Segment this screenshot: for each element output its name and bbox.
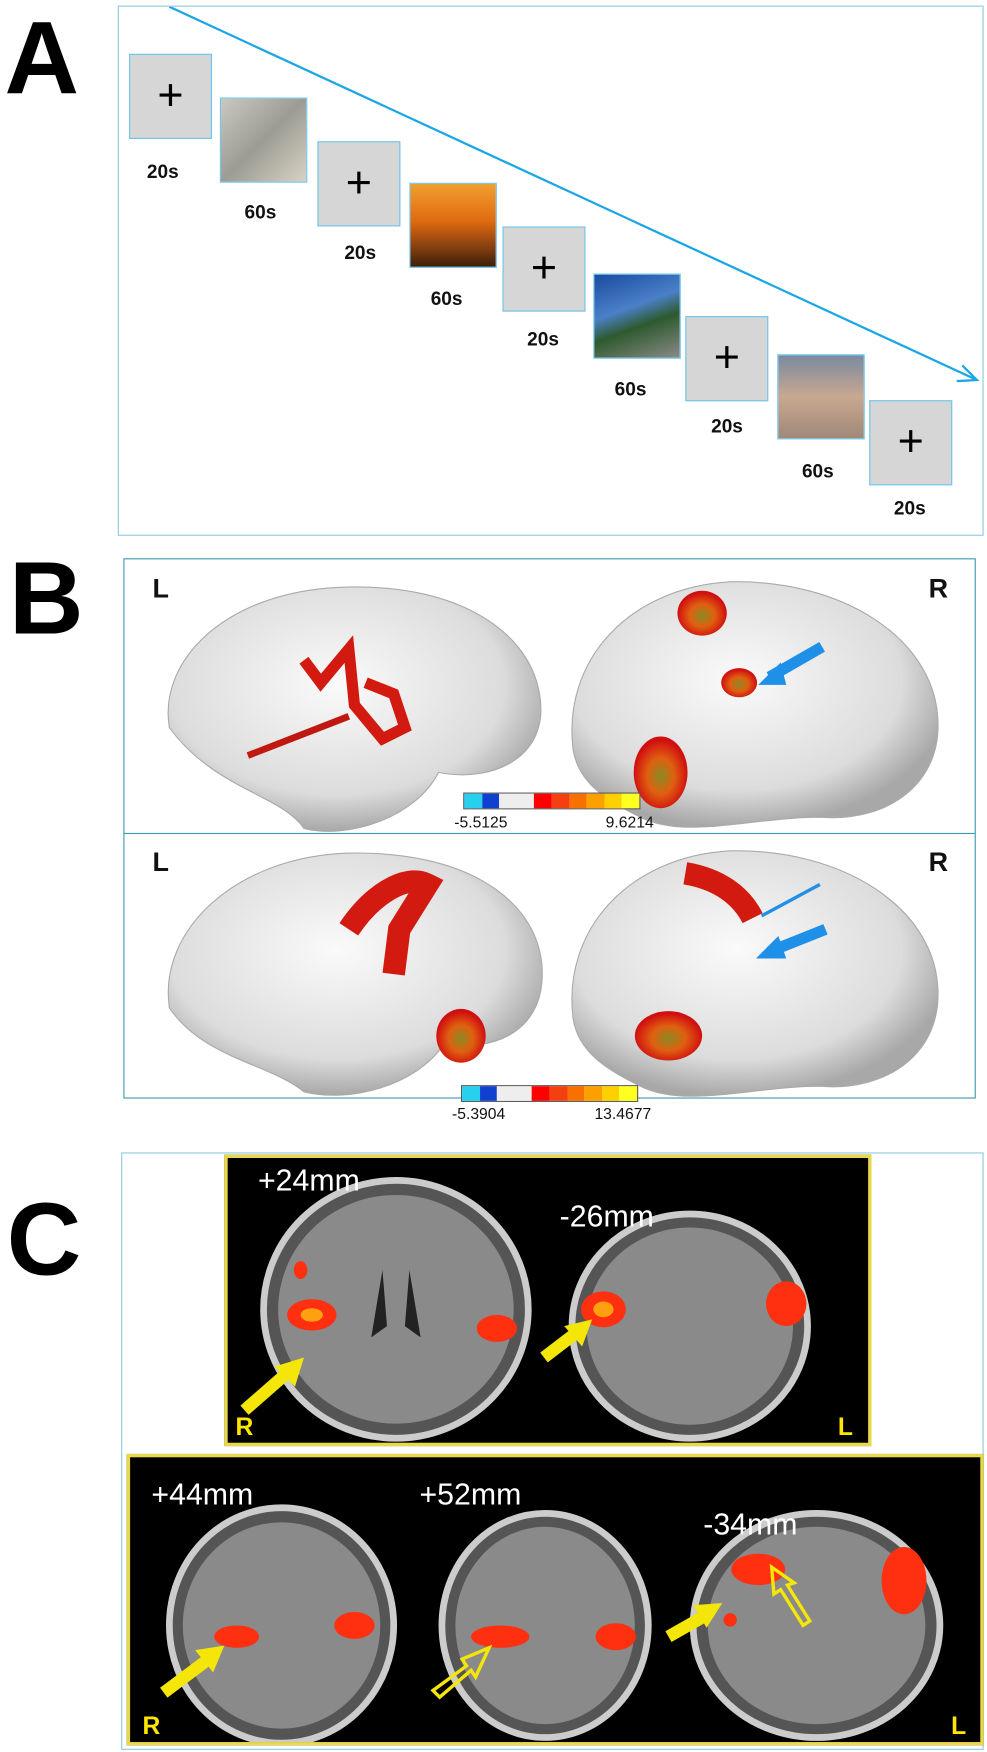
stimulus-image-hands (777, 354, 865, 440)
colorbar-top (463, 792, 641, 810)
panel-label-b: B (8, 541, 84, 656)
panel-a-timeline (117, 5, 984, 536)
duration-label: 60s (430, 288, 463, 310)
duration-label: 20s (711, 415, 743, 438)
mri-top-panel (224, 1154, 872, 1447)
slice-label: -34mm (703, 1507, 798, 1542)
hemisphere-right-label: R (928, 847, 949, 878)
hemisphere-right-label: R (928, 573, 949, 605)
panel-label-c: C (6, 1182, 82, 1297)
stimulus-image-sunset (409, 182, 497, 268)
panel-b-brain-surfaces (123, 558, 976, 1099)
colorbar-top-max: 9.6214 (605, 812, 654, 831)
orientation-left-label: L (837, 1412, 853, 1441)
orientation-left-label: L (951, 1711, 967, 1740)
duration-label: 20s (527, 328, 559, 350)
duration-label: 60s (614, 378, 647, 401)
fixation-cross-2: + (317, 141, 401, 227)
slice-label: -26mm (559, 1199, 654, 1234)
duration-label: 60s (801, 460, 834, 483)
mri-bottom-panel (126, 1453, 984, 1746)
panel-label-a: A (4, 1, 80, 116)
slice-label: +24mm (257, 1163, 360, 1198)
fixation-cross-4: + (685, 316, 769, 402)
duration-label: 60s (244, 201, 277, 224)
timeline-arrow-icon (168, 6, 980, 383)
orientation-right-label: R (142, 1711, 161, 1740)
mri-slices-bottom (160, 1504, 944, 1743)
orientation-right-label: R (235, 1412, 254, 1441)
duration-label: 20s (146, 161, 179, 183)
colorbar-top-min: -5.5125 (454, 812, 508, 831)
slice-label: +52mm (419, 1477, 522, 1512)
duration-label: 20s (344, 242, 377, 264)
colorbar-bottom-max: 13.4677 (594, 1104, 652, 1123)
stimulus-image-faucet (219, 97, 308, 183)
stimulus-image-tree (593, 273, 681, 359)
hemisphere-left-label: L (152, 847, 169, 878)
fixation-cross-3: + (502, 226, 586, 312)
hemisphere-left-label: L (152, 573, 169, 605)
fixation-cross-1: + (128, 53, 212, 140)
panel-c-mri-slices (121, 1152, 984, 1750)
colorbar-bottom (460, 1085, 639, 1102)
duration-label: 20s (893, 497, 926, 520)
mri-slices-top (240, 1177, 811, 1442)
brain-renderings (167, 581, 939, 1097)
slice-label: +44mm (151, 1477, 254, 1512)
colorbar-bottom-min: -5.3904 (452, 1104, 506, 1123)
fixation-cross-5: + (869, 400, 953, 486)
divider (124, 832, 975, 835)
